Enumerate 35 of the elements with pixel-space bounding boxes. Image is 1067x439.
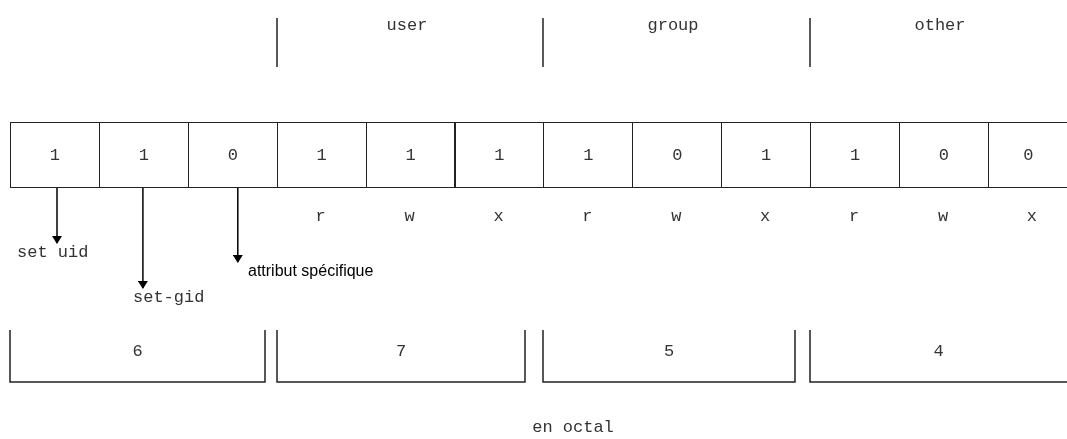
octal-digit: 5 xyxy=(663,342,675,361)
bit-cell: 1 xyxy=(454,122,545,188)
bit-cell: 1 xyxy=(98,122,189,188)
bit-cell: 0 xyxy=(987,122,1067,188)
arrow xyxy=(232,187,243,263)
arrow xyxy=(137,187,148,289)
caption-text: en octal xyxy=(532,418,614,437)
permission-letter: w xyxy=(937,207,949,226)
permission-letter: x xyxy=(1026,207,1037,226)
permission-letter: w xyxy=(404,207,415,226)
bit-cell: 1 xyxy=(810,122,900,188)
octal-digit: 7 xyxy=(395,342,407,361)
octal-digit: 6 xyxy=(132,342,143,361)
annotation-text: set-gid xyxy=(133,288,205,307)
permission-letter: r xyxy=(849,207,860,226)
column-heading: group xyxy=(647,16,699,35)
bit-cell: 1 xyxy=(543,122,634,188)
permission-letter: r xyxy=(582,207,593,226)
column-heading: other xyxy=(914,16,966,35)
bit-cell: 0 xyxy=(187,122,278,188)
permission-letter: w xyxy=(671,207,682,226)
column-heading: user xyxy=(386,16,428,35)
bit-cell: 1 xyxy=(365,122,456,188)
octal-digit: 4 xyxy=(933,342,944,361)
permission-letter: r xyxy=(315,207,326,226)
permission-letter: x xyxy=(493,207,504,226)
permission-letter: x xyxy=(760,207,771,226)
arrow xyxy=(52,187,62,244)
bit-cell: 1 xyxy=(276,122,367,188)
bit-cell: 1 xyxy=(10,122,100,188)
annotation-text: set uid xyxy=(17,243,89,262)
annotation-text: attribut spécifique xyxy=(232,262,374,280)
bit-cell: 0 xyxy=(899,122,989,188)
bit-cell: 0 xyxy=(632,122,723,188)
bit-cell: 1 xyxy=(721,122,812,188)
